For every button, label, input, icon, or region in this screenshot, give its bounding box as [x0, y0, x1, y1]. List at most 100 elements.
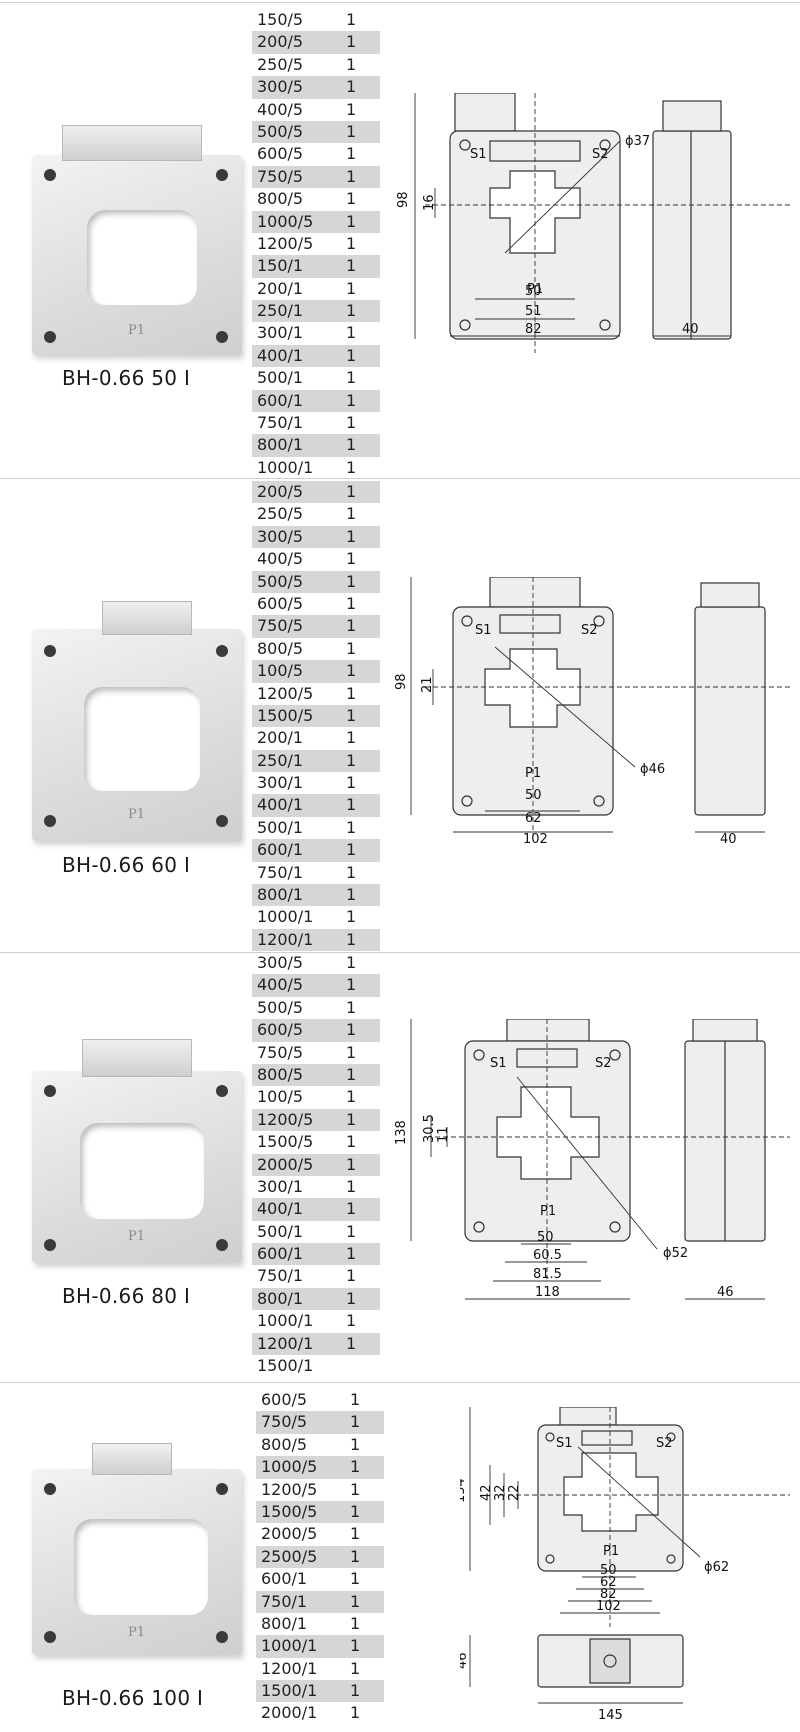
screw-icon: [44, 1239, 56, 1251]
label-s1: S1: [556, 1436, 573, 1451]
dim-width: 82: [525, 322, 542, 337]
dim-w2: 51: [525, 304, 542, 319]
dim-height: 98: [396, 191, 411, 208]
dim-window2: 11: [436, 1126, 451, 1143]
product-photo: P1: [32, 1443, 242, 1655]
label-s2: S2: [581, 623, 598, 638]
screw-icon: [44, 1085, 56, 1097]
dimension-drawing-svg: 98 21 ϕ46 50 62 102 40 S1 S2 P1: [395, 577, 790, 847]
dim-depth: 46: [460, 1652, 470, 1669]
screw-icon: [44, 815, 56, 827]
dimension-drawing: 98 21 ϕ46 50 62 102 40 S1 S2 P1: [395, 577, 790, 867]
terminal-cap: [92, 1443, 172, 1475]
terminal-label: P1: [128, 323, 146, 338]
dim-depth: 40: [720, 832, 737, 847]
screw-icon: [44, 1631, 56, 1643]
dimension-drawing: 138 30.5 11 ϕ52 50 60.5 81.5 118 46 S1 S…: [395, 1019, 790, 1319]
dim-w1: 50: [525, 788, 542, 803]
dimension-drawing-svg: 154 42 32 22 ϕ62 50 62 82 102 46 145 S1 …: [460, 1407, 790, 1723]
label-s1: S1: [490, 1056, 507, 1071]
screw-icon: [216, 1239, 228, 1251]
label-s2: S2: [592, 147, 609, 162]
dim-depth: 46: [717, 1285, 734, 1300]
dim-height: 98: [395, 673, 409, 690]
model-name: BH-0.66 100 I: [62, 1686, 204, 1710]
screw-icon: [216, 331, 228, 343]
terminal-cap: [102, 601, 192, 635]
label-s1: S1: [470, 147, 487, 162]
screw-icon: [216, 815, 228, 827]
primary-window: [87, 210, 197, 305]
product-photo: P1: [32, 1039, 242, 1263]
label-s1: S1: [475, 623, 492, 638]
label-p1: P1: [527, 282, 543, 297]
dim-window3: 22: [507, 1484, 522, 1501]
dim-width: 102: [523, 832, 548, 847]
model-name: BH-0.66 60 I: [62, 853, 191, 877]
dim-width: 118: [535, 1285, 560, 1300]
screw-icon: [216, 169, 228, 181]
dimension-drawing: 154 42 32 22 ϕ62 50 62 82 102 46 145 S1 …: [460, 1407, 790, 1723]
terminal-cap: [82, 1039, 192, 1077]
label-p1: P1: [603, 1544, 619, 1559]
terminal-label: P1: [128, 1625, 146, 1640]
product-photo: P1: [32, 125, 242, 355]
dim-width: 102: [596, 1599, 621, 1614]
dim-window2: 32: [493, 1484, 508, 1501]
terminal-cap: [62, 125, 202, 161]
dim-w1: 50: [525, 284, 542, 299]
screw-icon: [216, 1483, 228, 1495]
terminal-label: P1: [128, 807, 146, 822]
dim-w1: 50: [537, 1230, 554, 1245]
